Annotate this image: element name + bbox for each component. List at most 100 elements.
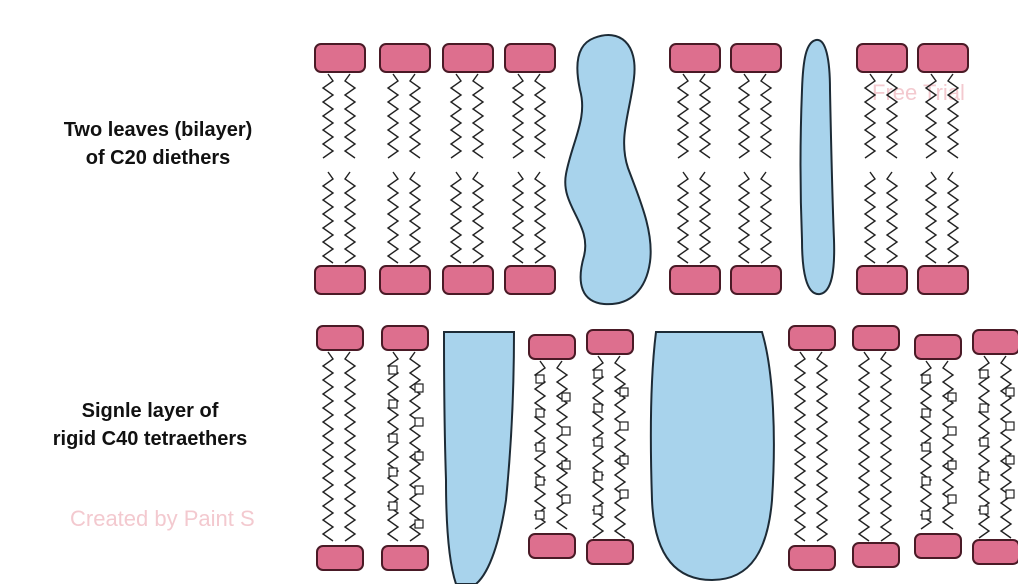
lipid-tail [410, 74, 420, 158]
ring-unit [620, 388, 628, 396]
bilayer-membrane [315, 35, 968, 304]
lipid-tail [761, 172, 771, 263]
ring-unit [620, 422, 628, 430]
lipid-tail [881, 352, 891, 541]
ring-unit [562, 495, 570, 503]
ring-unit [562, 427, 570, 435]
ring-unit [536, 477, 544, 485]
lipid-head [670, 44, 720, 72]
ring-unit [948, 461, 956, 469]
ring-unit [536, 409, 544, 417]
lipid-head [315, 44, 365, 72]
ring-unit [536, 511, 544, 519]
lipid-tail [473, 74, 483, 158]
lipid-tail [410, 352, 420, 541]
ring-unit [1006, 456, 1014, 464]
lipid-head [789, 326, 835, 350]
monolayer-membrane [317, 326, 1018, 584]
lipid-head [529, 335, 575, 359]
lipid-head [857, 44, 907, 72]
lipid-tail [513, 74, 523, 158]
protein-channel-narrow [801, 40, 835, 294]
lipid-tail [513, 172, 523, 263]
ring-unit [922, 511, 930, 519]
lipid-tail [388, 352, 398, 541]
lipid-tail [323, 74, 333, 158]
ring-unit [415, 384, 423, 392]
lipid-head [380, 266, 430, 294]
lipid-tail [388, 74, 398, 158]
lipid-head [380, 44, 430, 72]
lipid-head [670, 266, 720, 294]
ring-unit [562, 393, 570, 401]
lipid-head [382, 326, 428, 350]
lipid-head [918, 44, 968, 72]
lipid-tail [948, 74, 958, 158]
ring-unit [948, 427, 956, 435]
lipid-head [973, 330, 1018, 354]
lipid-head [505, 44, 555, 72]
lipid-tail [761, 74, 771, 158]
lipid-head [505, 266, 555, 294]
lipid-tail [700, 74, 710, 158]
lipid-head [731, 44, 781, 72]
ring-unit [594, 506, 602, 514]
ring-unit [415, 418, 423, 426]
lipid-tail [887, 172, 897, 263]
lipid-head [973, 540, 1018, 564]
lipid-head [382, 546, 428, 570]
lipid-tail [887, 74, 897, 158]
ring-unit [1006, 388, 1014, 396]
lipid-tail [1001, 356, 1011, 538]
lipid-tail [926, 74, 936, 158]
lipid-tail [948, 172, 958, 263]
lipid-tail [451, 74, 461, 158]
ring-unit [389, 400, 397, 408]
lipid-tail [410, 172, 420, 263]
ring-unit [922, 443, 930, 451]
lipid-tail [926, 172, 936, 263]
ring-unit [389, 502, 397, 510]
lipid-tail [678, 172, 688, 263]
ring-unit [562, 461, 570, 469]
lipid-tail [865, 74, 875, 158]
ring-unit [980, 438, 988, 446]
lipid-head [315, 266, 365, 294]
lipid-tail [345, 74, 355, 158]
protein-channel-left [444, 332, 514, 584]
lipid-head [915, 335, 961, 359]
ring-unit [1006, 490, 1014, 498]
ring-unit [389, 468, 397, 476]
lipid-head [443, 44, 493, 72]
ring-unit [980, 506, 988, 514]
lipid-head [443, 266, 493, 294]
lipid-tail [739, 172, 749, 263]
ring-unit [594, 370, 602, 378]
lipid-tail [535, 74, 545, 158]
lipid-head [317, 326, 363, 350]
lipid-tail [795, 352, 805, 541]
lipid-head [317, 546, 363, 570]
lipid-head [915, 534, 961, 558]
ring-unit [948, 495, 956, 503]
ring-unit [922, 409, 930, 417]
lipid-head [587, 540, 633, 564]
lipid-head [853, 326, 899, 350]
lipid-tail [345, 352, 355, 541]
lipid-tail [345, 172, 355, 263]
ring-unit [620, 456, 628, 464]
lipid-tail [615, 356, 625, 538]
ring-unit [389, 366, 397, 374]
lipid-tail [323, 352, 333, 541]
lipid-head [529, 534, 575, 558]
lipid-tail [388, 172, 398, 263]
lipid-tail [859, 352, 869, 541]
ring-unit [415, 486, 423, 494]
lipid-tail [323, 172, 333, 263]
lipid-head [918, 266, 968, 294]
lipid-tail [557, 361, 567, 529]
lipid-tail [535, 172, 545, 263]
lipid-tail [865, 172, 875, 263]
ring-unit [980, 472, 988, 480]
